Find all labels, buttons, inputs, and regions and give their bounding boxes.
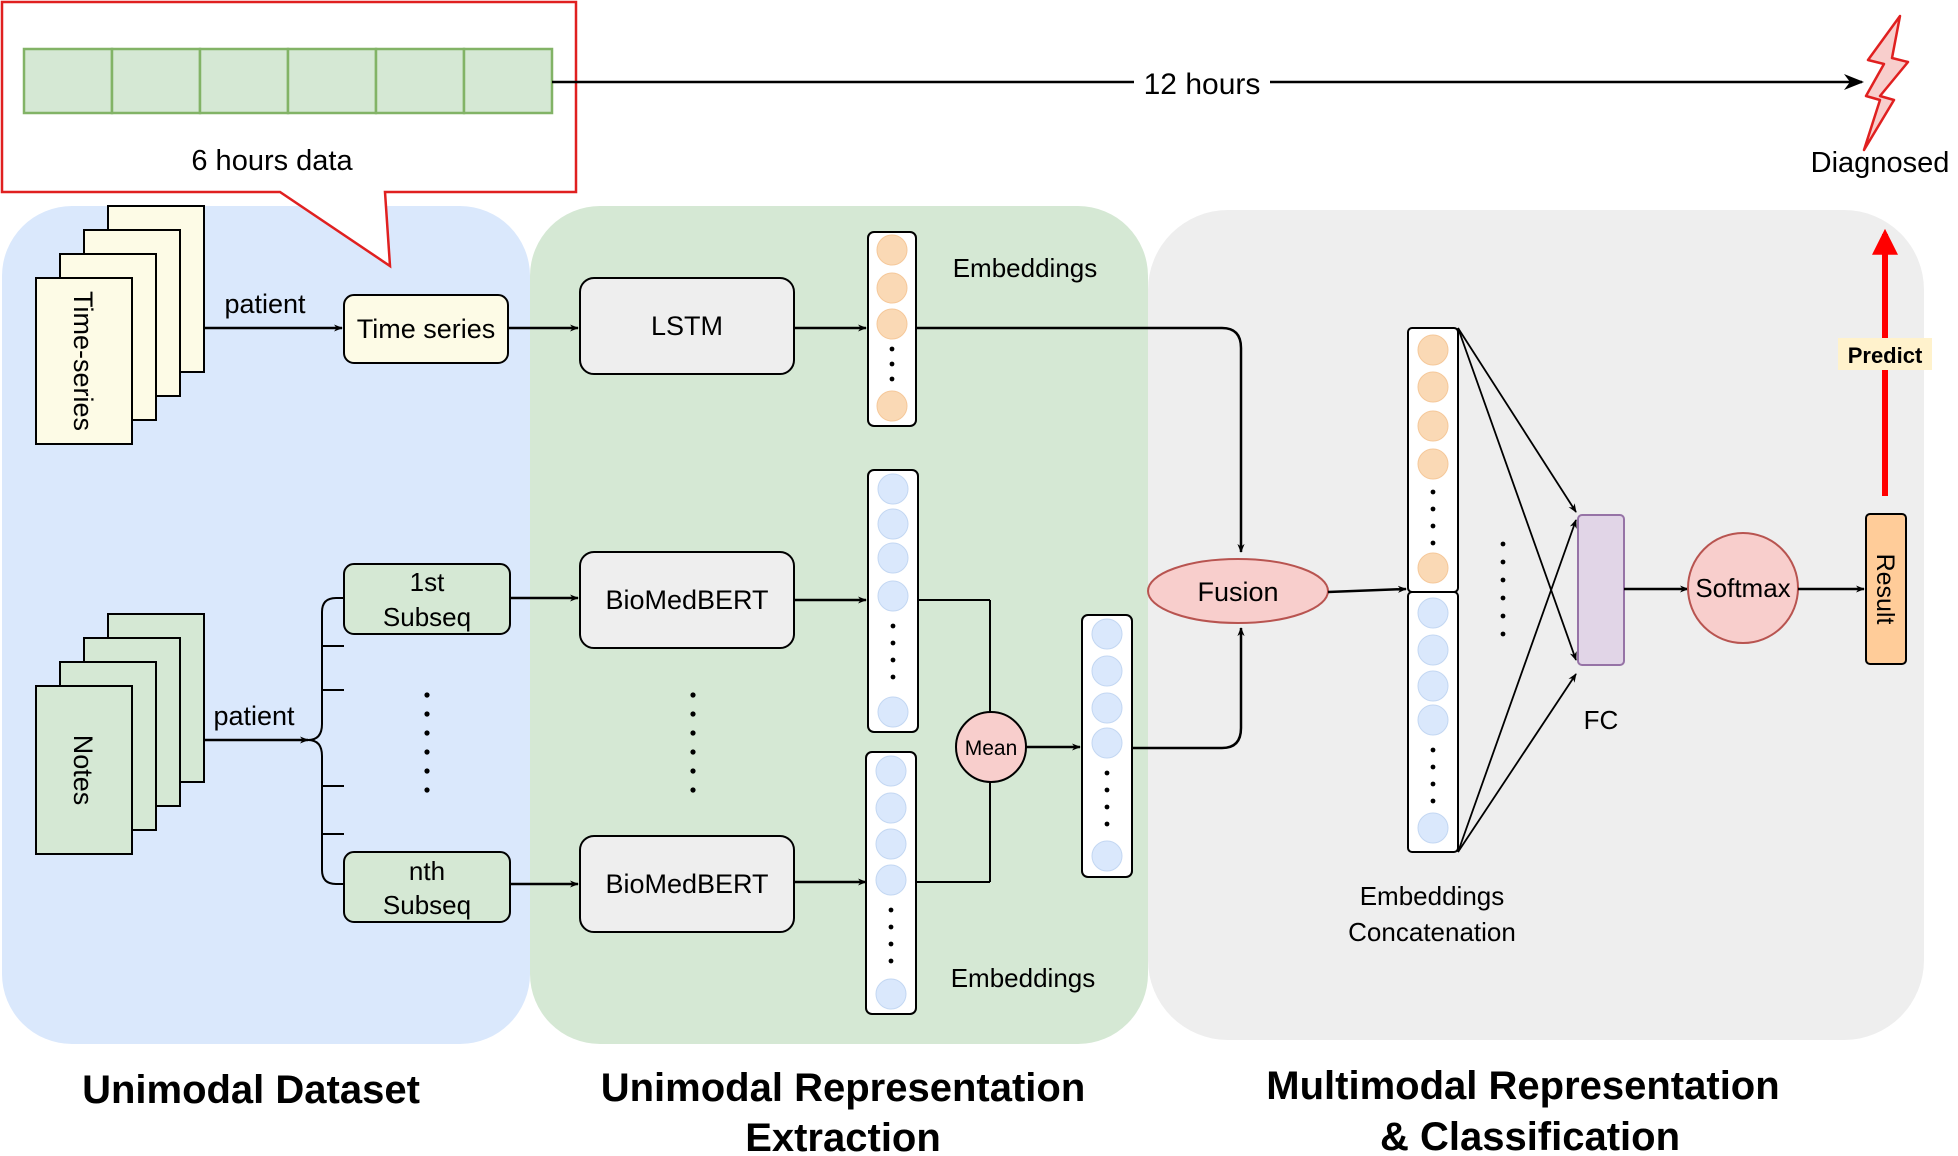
patient-label-timeseries: patient bbox=[224, 289, 306, 319]
concat-label-line2: Concatenation bbox=[1348, 917, 1516, 947]
horizon-label: 12 hours bbox=[1144, 68, 1261, 101]
concat-ellipsis-dots bbox=[1500, 541, 1506, 637]
biomedbert-label-2: BioMedBERT bbox=[605, 869, 768, 899]
fc-layer bbox=[1577, 514, 1625, 666]
section-title-multimodal-line2: & Classification bbox=[1380, 1115, 1680, 1156]
nth-subseq-label-line1: nth bbox=[409, 856, 445, 886]
mean-label: Mean bbox=[965, 737, 1018, 760]
arrow-mean-embedding-to-fusion bbox=[1132, 627, 1245, 750]
section-title-extraction-line2: Extraction bbox=[745, 1116, 941, 1156]
section-title-multimodal-line1: Multimodal Representation bbox=[1266, 1064, 1779, 1108]
nth-subseq-box bbox=[343, 851, 511, 923]
predict-label: Predict bbox=[1848, 343, 1923, 368]
fusion-label: Fusion bbox=[1197, 577, 1278, 607]
predict-badge bbox=[1838, 338, 1932, 370]
lightning-icon bbox=[1862, 14, 1910, 152]
biomedbert-box-2 bbox=[579, 835, 795, 933]
section-title-unimodal-dataset: Unimodal Dataset bbox=[82, 1068, 420, 1112]
patient-label-notes: patient bbox=[213, 701, 295, 731]
notes-document-stack bbox=[35, 613, 205, 855]
result-box bbox=[1865, 513, 1907, 665]
mean-embedding-vector bbox=[1081, 614, 1133, 878]
lstm-box bbox=[579, 277, 795, 375]
embeddings-label-bottom: Embeddings bbox=[951, 963, 1096, 993]
time-series-document-label: Time-series bbox=[68, 291, 98, 431]
fc-label: FC bbox=[1584, 705, 1619, 735]
arrow-lstm-embedding-to-fusion bbox=[916, 326, 1245, 553]
concat-label-line1: Embeddings bbox=[1360, 881, 1505, 911]
lstm-embedding-vector bbox=[867, 231, 917, 427]
result-label: Result bbox=[1871, 554, 1899, 625]
subseq-ellipsis-dots bbox=[424, 692, 430, 793]
panel-multimodal bbox=[1148, 210, 1924, 1040]
notes-document-label: Notes bbox=[68, 735, 98, 806]
section-title-extraction-line1: Unimodal Representation bbox=[601, 1066, 1086, 1110]
bert-ellipsis-dots bbox=[690, 692, 696, 793]
arrow-fusion-concat bbox=[1327, 585, 1407, 594]
lstm-label: LSTM bbox=[651, 311, 723, 341]
softmax-label: Softmax bbox=[1695, 573, 1790, 603]
subseq-bracket bbox=[307, 597, 344, 885]
bert-embedding-vector-2 bbox=[865, 751, 917, 1015]
biomedbert-label-1: BioMedBERT bbox=[605, 585, 768, 615]
time-series-document-stack bbox=[35, 205, 205, 445]
embeddings-label-top: Embeddings bbox=[953, 253, 1098, 283]
first-subseq-label-line2: Subseq bbox=[383, 602, 471, 632]
concat-fc-connections bbox=[1457, 327, 1577, 853]
bert-embedding-vector-1 bbox=[867, 469, 919, 733]
concat-embedding-vector bbox=[1407, 327, 1459, 853]
panel-unimodal-extraction bbox=[530, 206, 1148, 1044]
nth-subseq-label-line2: Subseq bbox=[383, 890, 471, 920]
first-subseq-label-line1: 1st bbox=[410, 567, 445, 597]
data-window-cells bbox=[22, 47, 554, 115]
time-series-box-label: Time series bbox=[357, 314, 496, 344]
diagnosed-label: Diagnosed bbox=[1811, 147, 1950, 179]
data-window-label: 6 hours data bbox=[191, 145, 353, 177]
